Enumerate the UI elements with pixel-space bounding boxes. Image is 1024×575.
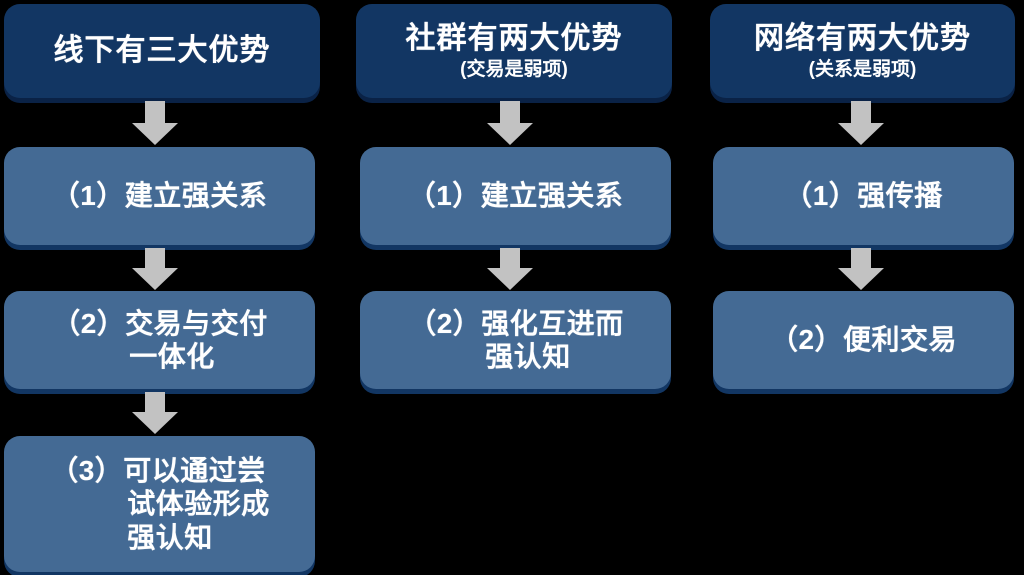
arrow-shaft bbox=[851, 101, 871, 123]
column-network-header-title: 网络有两大优势 bbox=[754, 21, 971, 55]
column-community-step-2-line-1: （2）强化互进而 bbox=[408, 307, 624, 339]
column-community-step-1-box[interactable]: （1）建立强关系 bbox=[360, 147, 671, 245]
arrow-shaft bbox=[145, 392, 165, 412]
column-offline-step-1-line-1: （1）建立强关系 bbox=[51, 180, 268, 212]
column-offline-step-2-line-1: （2）交易与交付 bbox=[52, 307, 268, 339]
column-community-header-title: 社群有两大优势 bbox=[405, 21, 623, 55]
column-community-header-box[interactable]: 社群有两大优势 (交易是弱项) bbox=[356, 4, 672, 98]
arrow-network-step1-to-step2 bbox=[838, 248, 884, 290]
column-offline-header-title: 线下有三大优势 bbox=[53, 34, 271, 68]
arrow-network-header-to-step1 bbox=[838, 101, 884, 145]
column-network-header-subtitle: (关系是弱项) bbox=[808, 58, 917, 80]
column-offline-step-3-box[interactable]: （3）可以通过尝 试体验形成 强认知 bbox=[4, 436, 315, 572]
column-offline-step-3-line-3: 强认知 bbox=[127, 521, 213, 553]
arrow-community-step1-to-step2 bbox=[487, 248, 533, 290]
column-network-header-box[interactable]: 网络有两大优势 (关系是弱项) bbox=[710, 4, 1015, 98]
column-network-step-2-box[interactable]: （2）便利交易 bbox=[713, 291, 1014, 389]
column-network-step-1-box[interactable]: （1）强传播 bbox=[713, 147, 1014, 245]
column-community-step-1-line-1: （1）建立强关系 bbox=[407, 180, 624, 212]
arrow-head bbox=[132, 412, 178, 434]
column-community-step-2-box[interactable]: （2）强化互进而 强认知 bbox=[360, 291, 671, 389]
column-offline-step-3-text: （3）可以通过尝 试体验形成 强认知 bbox=[4, 454, 315, 553]
column-offline-step-1-text: （1）建立强关系 bbox=[4, 179, 315, 212]
arrow-shaft bbox=[500, 248, 520, 268]
column-offline-header-text: 线下有三大优势 bbox=[4, 33, 320, 68]
column-community-header-subtitle: (交易是弱项) bbox=[460, 58, 568, 80]
column-offline-step-2-box[interactable]: （2）交易与交付 一体化 bbox=[4, 291, 315, 389]
arrow-offline-step1-to-step2 bbox=[132, 248, 178, 290]
arrow-offline-step2-to-step3 bbox=[132, 392, 178, 434]
arrow-head bbox=[132, 123, 178, 145]
column-network-header-text: 网络有两大优势 (关系是弱项) bbox=[710, 21, 1015, 82]
arrow-shaft bbox=[145, 248, 165, 268]
column-network-step-1-text: （1）强传播 bbox=[713, 179, 1014, 212]
column-community-header-text: 社群有两大优势 (交易是弱项) bbox=[356, 21, 672, 82]
arrow-head bbox=[487, 268, 533, 290]
arrow-community-header-to-step1 bbox=[487, 101, 533, 145]
column-network-step-2-text: （2）便利交易 bbox=[713, 323, 1014, 356]
column-offline-step-3-line-1: （3）可以通过尝 bbox=[50, 455, 266, 487]
arrow-shaft bbox=[500, 101, 520, 123]
arrow-head bbox=[132, 268, 178, 290]
arrow-head bbox=[487, 123, 533, 145]
column-offline-step-3-line-2: 试体验形成 bbox=[127, 488, 270, 520]
arrow-head bbox=[838, 123, 884, 145]
column-offline-step-2-text: （2）交易与交付 一体化 bbox=[4, 307, 315, 373]
column-network-step-2-line-1: （2）便利交易 bbox=[769, 324, 958, 356]
column-community-step-2-line-2: 强认知 bbox=[485, 341, 571, 372]
column-offline-header-box[interactable]: 线下有三大优势 bbox=[4, 4, 320, 98]
column-offline-step-1-box[interactable]: （1）建立强关系 bbox=[4, 147, 315, 245]
column-community-step-2-text: （2）强化互进而 强认知 bbox=[360, 307, 671, 373]
arrow-offline-header-to-step1 bbox=[132, 101, 178, 145]
column-network-step-1-line-1: （1）强传播 bbox=[784, 180, 943, 212]
column-offline-step-2-line-2: 一体化 bbox=[129, 341, 215, 372]
arrow-shaft bbox=[851, 248, 871, 268]
column-community-step-1-text: （1）建立强关系 bbox=[360, 179, 671, 212]
arrow-head bbox=[838, 268, 884, 290]
arrow-shaft bbox=[145, 101, 165, 123]
